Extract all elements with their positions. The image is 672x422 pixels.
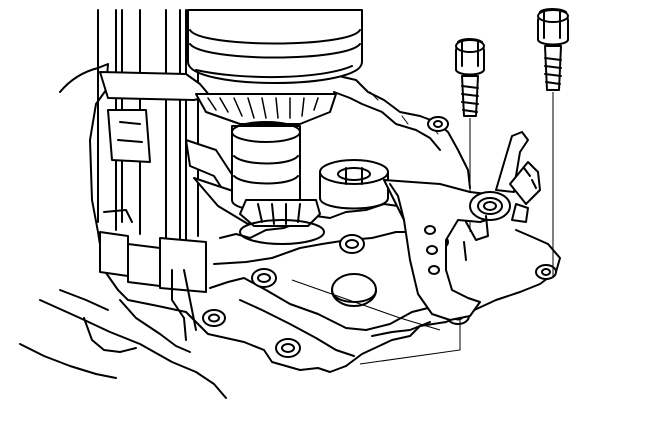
leader-lines: [291, 279, 461, 365]
bracket: [383, 131, 541, 321]
gear-shaft: [187, 9, 363, 245]
bolt-right: [537, 8, 569, 278]
transmission-case: [19, 63, 561, 399]
